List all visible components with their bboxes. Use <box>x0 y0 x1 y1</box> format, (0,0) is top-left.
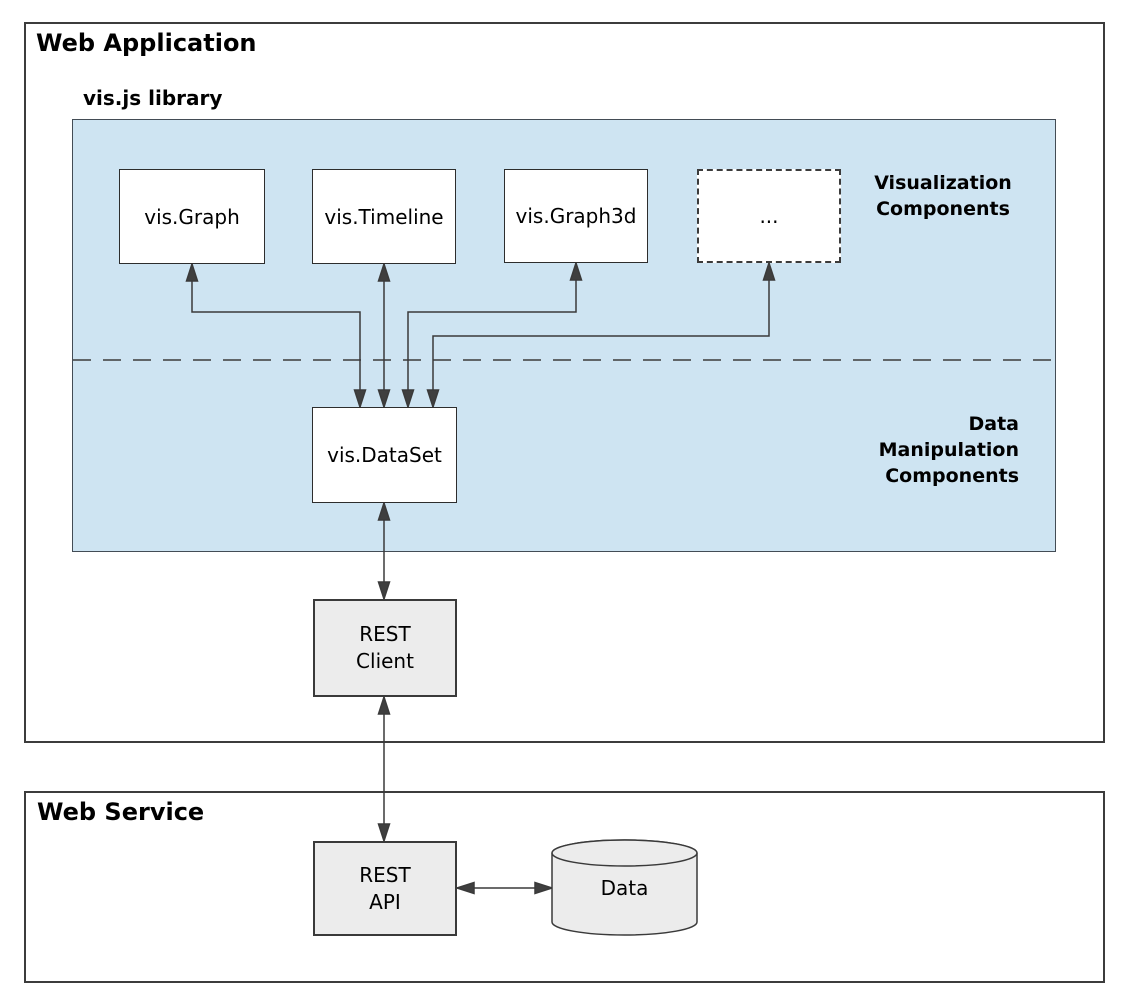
component-box-vis-graph3d: vis.Graph3d <box>504 169 648 263</box>
rest-api-line1: REST <box>359 862 411 887</box>
data-manipulation-components-label: Data Manipulation Components <box>878 413 1019 487</box>
rest-api-line2: API <box>369 889 401 914</box>
vis-dataset-label: vis.DataSet <box>327 443 442 467</box>
data-store-label: Data <box>600 876 649 900</box>
vis-timeline-label: vis.Timeline <box>324 204 444 229</box>
web-service-title: Web Service <box>37 798 205 826</box>
visjs-library-title: vis.js library <box>83 86 223 110</box>
more-components-label: ... <box>759 204 779 228</box>
rest-client-line1: REST <box>359 622 411 646</box>
component-box-vis-timeline: vis.Timeline <box>312 169 456 264</box>
visualization-components-label: Visualization Components <box>874 172 1012 220</box>
rest-client-box: REST Client <box>313 599 457 697</box>
component-box-vis-dataset: vis.DataSet <box>312 407 457 503</box>
vis-graph3d-label: vis.Graph3d <box>515 204 637 228</box>
rest-api-box: REST API <box>313 841 457 936</box>
web-application-title: Web Application <box>36 29 257 57</box>
vis-graph-label: vis.Graph <box>144 204 240 229</box>
rest-client-line2: Client <box>356 649 414 673</box>
component-box-more-components: ... <box>697 169 841 263</box>
component-box-vis-graph: vis.Graph <box>119 169 265 264</box>
